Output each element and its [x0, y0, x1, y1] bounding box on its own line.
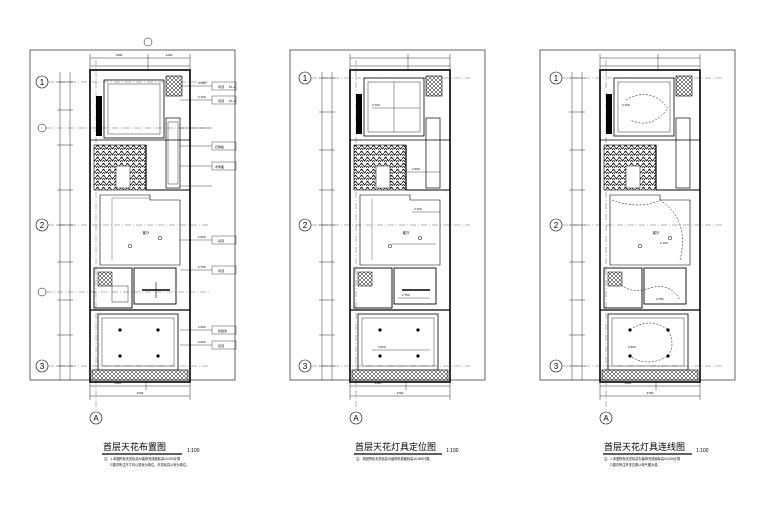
sheet-1: 1 2 3 A [29, 37, 237, 467]
elevation-mark: 2.700 [198, 95, 206, 99]
tag-label: 木饰面 [215, 164, 224, 169]
axis-label: 2 [40, 221, 45, 230]
axis-label: 1 [554, 74, 559, 83]
axis-label: 3 [303, 362, 308, 371]
tag-label: 石膏板 [215, 144, 224, 149]
elevation-mark: 2.600 [198, 235, 206, 239]
axis-bubble-A: A [599, 411, 613, 425]
dim-top-right: 1220 [166, 53, 173, 57]
axis-bubble-1: 1 [298, 71, 312, 85]
axis-bubble-sub [37, 287, 47, 297]
elevation-mark: 2.700 [372, 103, 380, 107]
tag-label: PL-1 [229, 99, 236, 103]
dim-bottom-total: 3700 [397, 391, 404, 395]
sheet-scale: 1:100 [696, 448, 709, 454]
room-label: 客厅 [653, 230, 660, 235]
axis-bubble-1: 1 [549, 71, 563, 85]
axis-bubble-A: A [349, 411, 363, 425]
sheet-note: 注：1.本图所标天花标高为装饰完成面标高±0.000计算 [604, 456, 681, 461]
elevation-mark: 2.600 [378, 345, 386, 349]
dimension-chain-left [319, 72, 335, 380]
dim-bottom-total: 3700 [137, 391, 144, 395]
elevation-mark: 2.750 [656, 297, 664, 301]
axis-label: A [93, 414, 99, 423]
elevation-mark: 2.600 [198, 340, 206, 344]
axis-bubble-2: 2 [549, 218, 563, 232]
axis-label: 2 [303, 221, 308, 230]
axis-label: A [353, 414, 359, 423]
sheet-title: 首层天花灯具定位图 [355, 441, 436, 452]
sheet-scale: 1:100 [187, 448, 200, 454]
axis-bubble-2: 2 [298, 218, 312, 232]
floor-plan: 客厅 [89, 69, 191, 383]
elevation-mark: 2.600 [628, 345, 636, 349]
sheet-scale: 1:100 [446, 448, 459, 454]
elevation-mark: 2.700 [660, 241, 668, 245]
tag-label: 吊顶 [218, 99, 224, 103]
floor-plan: 客厅 [599, 69, 701, 383]
room-label: 客厅 [403, 230, 410, 235]
axis-label: A [603, 414, 609, 423]
sheet-note: 2.图中所注尺寸均以毫米为单位，天花标高以米为单位。 [110, 462, 189, 467]
axis-label: 3 [40, 362, 45, 371]
dimension-chain-bottom [599, 382, 701, 400]
axis-bubble-3: 3 [298, 359, 312, 373]
dim-bottom-left: 2310 [375, 381, 382, 385]
axis-bubble-sub [37, 123, 47, 133]
axis-bubble-3: 3 [35, 359, 49, 373]
tag-label: 吊顶 [218, 85, 224, 89]
sheet-3: 1 2 3 A [539, 49, 736, 467]
sheet-frame [29, 49, 236, 381]
dim-bottom-total: 3700 [647, 391, 654, 395]
dimension-chain-top [89, 54, 191, 70]
floor-plan: 客厅 [349, 69, 451, 383]
dimension-chain-left [569, 72, 585, 380]
elevation-mark: 2.700 [414, 207, 422, 211]
axis-bubble-2: 2 [35, 218, 49, 232]
sheet-frame [539, 49, 736, 381]
dimension-chain-left [57, 72, 73, 380]
elevation-mark: 2.700 [622, 103, 630, 107]
room-label: 客厅 [143, 230, 150, 235]
elevation-mark: 2.650 [412, 167, 420, 171]
elevation-mark: 2.750 [402, 293, 410, 297]
tag-label: 吊顶 [218, 239, 224, 243]
tag-label: 乳胶漆 [218, 328, 227, 333]
leader-tags [180, 81, 237, 350]
dimension-chain-top [599, 54, 701, 70]
axis-lines [46, 60, 210, 412]
axis-lines [311, 60, 470, 412]
axis-bubble-A: A [89, 411, 103, 425]
axis-bubble-1: 1 [35, 75, 49, 89]
dim-bottom-left: 2310 [115, 381, 122, 385]
sheet-frame [289, 49, 486, 381]
dimension-chain-bottom [89, 382, 191, 400]
sheet-note: 注：本图所标天花标高为装饰完成面标高±0.000计算。 [356, 456, 433, 461]
wiring-lines [611, 94, 683, 363]
dimension-chain-bottom [349, 382, 451, 400]
tag-label: PL-1 [229, 85, 236, 89]
elevation-mark: 2.650 [198, 325, 206, 329]
sheet-note: 注：1.本图所标天花标高为装饰完成面标高±0.000计算 [104, 456, 181, 461]
axis-bubble-top [143, 37, 153, 47]
axis-lines [562, 60, 722, 412]
axis-label: 2 [554, 221, 559, 230]
sheet-2: 1 2 3 A [289, 49, 486, 461]
sheet-title: 首层天花布置图 [103, 441, 166, 452]
dim-top-left: 1690 [116, 53, 123, 57]
sheet-note: 2.图中所注开关位置以电气图为准。 [610, 462, 660, 467]
axis-bubble-3: 3 [549, 359, 563, 373]
axis-label: 3 [554, 362, 559, 371]
elevation-mark: 2.650 [198, 81, 206, 85]
axis-label: 1 [303, 74, 308, 83]
sheet-title: 首层天花灯具连线图 [604, 441, 685, 452]
dimension-chain-top [349, 54, 451, 70]
axis-label: 1 [40, 78, 45, 87]
elevation-mark: 2.750 [198, 265, 206, 269]
tag-label: 吊顶 [218, 269, 224, 273]
tag-label: 吊顶 [218, 344, 224, 348]
dim-bottom-left: 2310 [625, 381, 632, 385]
